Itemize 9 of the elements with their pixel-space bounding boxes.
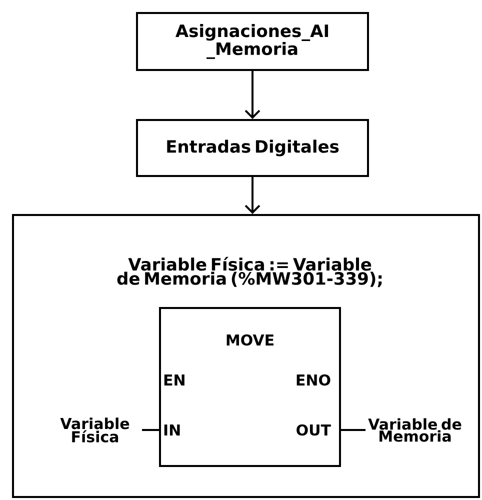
variable-label: Variable de Memoria (368, 418, 462, 442)
process-box: Asignaciones_AI _Memoria (136, 12, 369, 71)
connector-line (341, 429, 366, 431)
function-block: MOVE EN ENO IN OUT (159, 307, 341, 467)
arrow (244, 71, 260, 119)
arrow (244, 177, 260, 214)
connector-line (142, 429, 159, 431)
variable-label: Variable Física (60, 418, 130, 442)
process-box: Entradas Digitales (136, 119, 369, 177)
